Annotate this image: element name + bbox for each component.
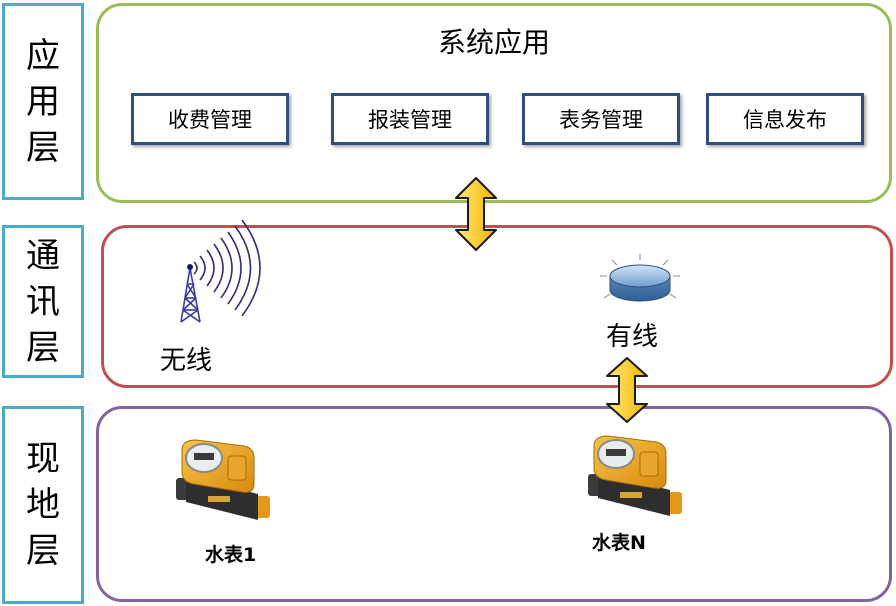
wired-hub-icon: [600, 254, 680, 302]
module-installation: 报装管理: [331, 93, 489, 145]
wireless-label: 无线: [160, 346, 213, 376]
wired-label: 有线: [606, 322, 659, 352]
app-comm-double-arrow-icon: [455, 177, 497, 251]
application-layer-label: 应 用 层: [2, 3, 84, 200]
field-layer-char-2: 地: [26, 485, 60, 525]
communication-layer-char-1: 通: [26, 235, 60, 276]
application-layer-char-3: 层: [26, 127, 60, 168]
module-meter-service: 表务管理: [522, 93, 680, 145]
wireless-tower-icon: [180, 219, 261, 323]
comm-field-double-arrow-icon: [606, 357, 648, 423]
water-meter-n-label: 水表N: [592, 532, 646, 554]
field-layer-char-1: 现: [26, 439, 60, 479]
communication-panel: [101, 225, 893, 388]
field-layer-label: 现 地 层: [2, 406, 84, 604]
communication-layer-char-3: 层: [26, 327, 60, 368]
module-billing: 收费管理: [131, 93, 289, 145]
system-application-title: 系统应用: [437, 26, 550, 59]
field-layer-char-3: 层: [26, 531, 60, 571]
application-panel: 系统应用 收费管理 报装管理 表务管理 信息发布: [96, 3, 892, 203]
communication-layer-char-2: 讯: [26, 281, 60, 322]
communication-layer-label: 通 讯 层: [2, 225, 84, 378]
module-info-release: 信息发布: [706, 93, 864, 145]
water-meter-1-icon: [176, 439, 270, 520]
water-meter-n-icon: [588, 435, 682, 516]
application-layer-char-1: 应: [26, 35, 60, 76]
application-layer-char-2: 用: [26, 81, 60, 122]
water-meter-1-label: 水表1: [205, 544, 257, 566]
